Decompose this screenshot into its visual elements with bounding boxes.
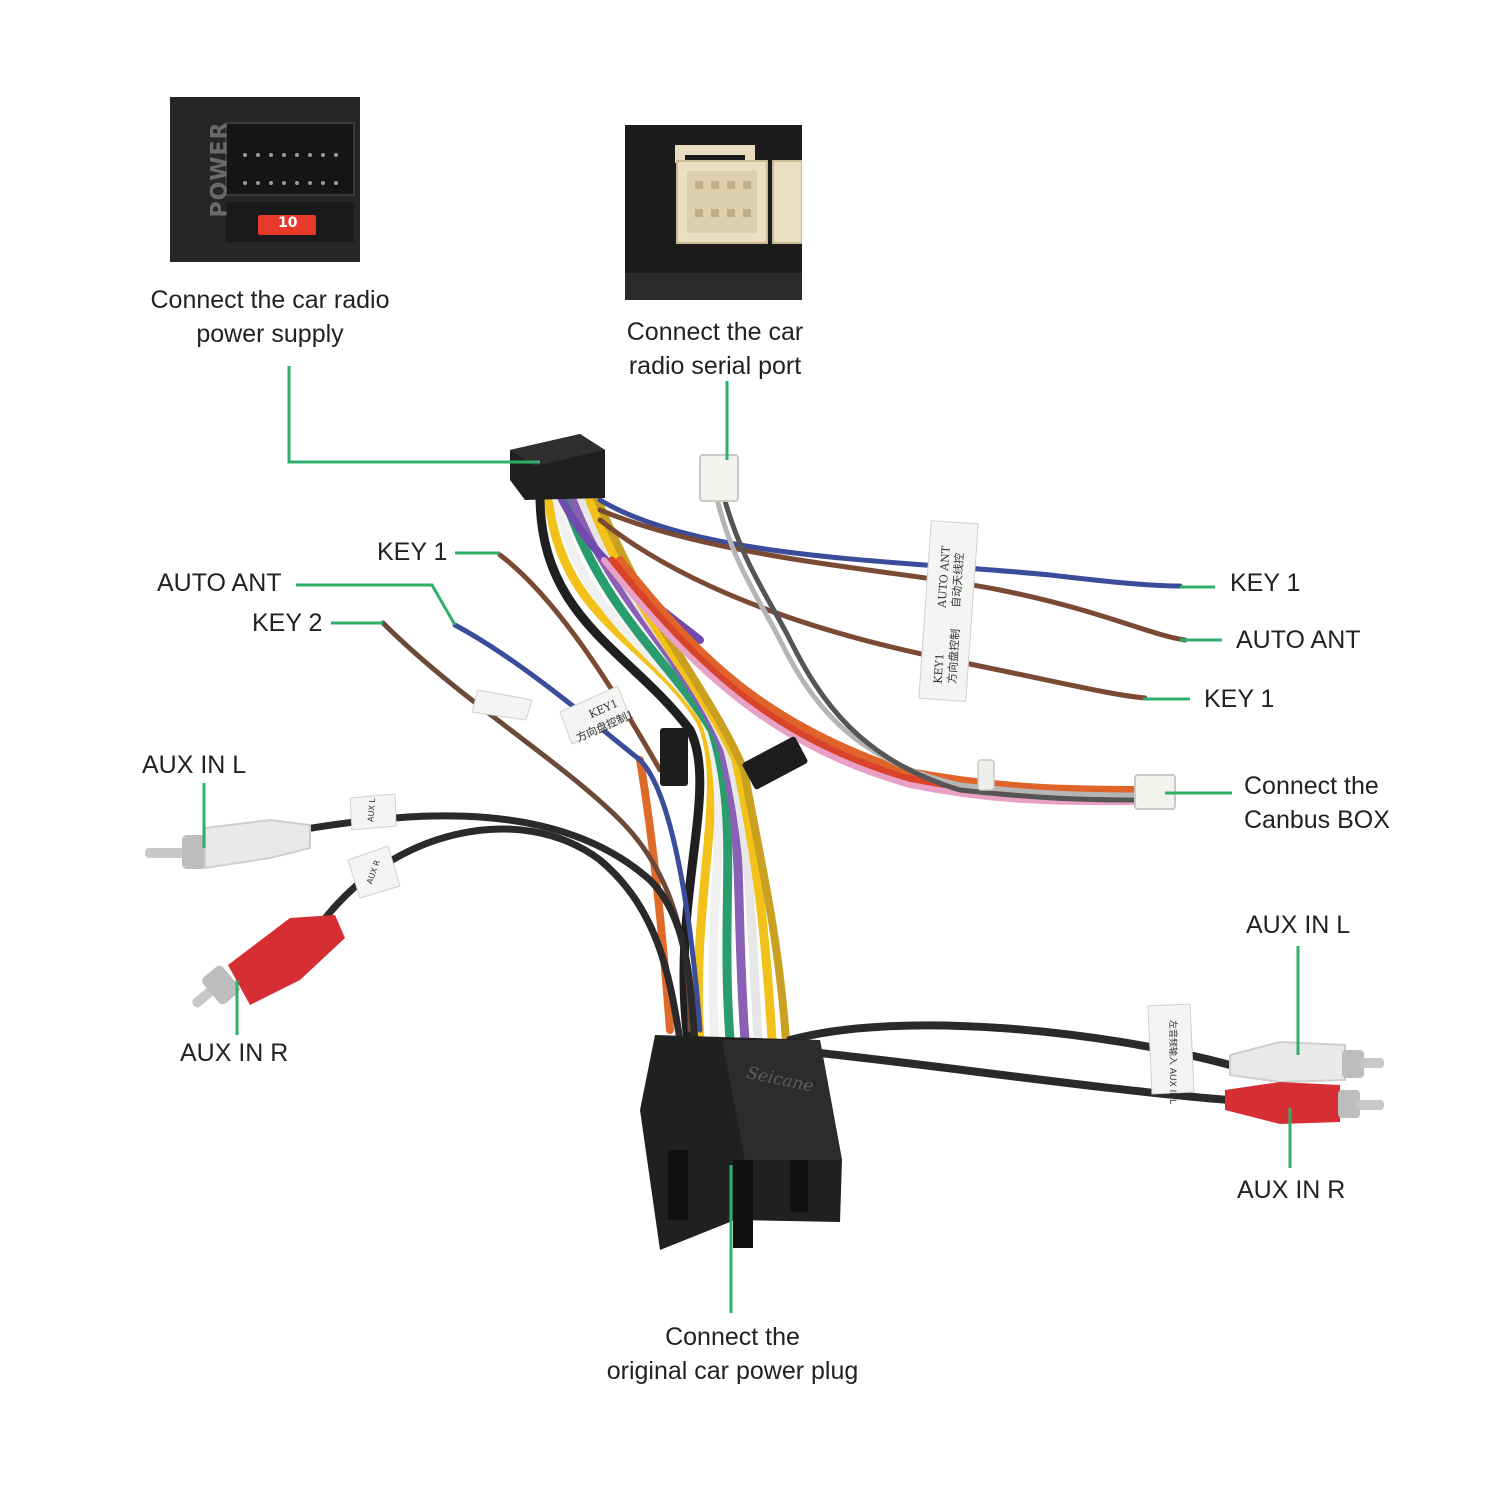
label-serial-port-line2: radio serial port: [628, 352, 802, 380]
original-power-plug-connector: Seicane: [640, 1035, 842, 1250]
power-port-graphic: [170, 97, 360, 262]
rca-plug-red-left: [192, 915, 345, 1008]
label-key1-right-top: KEY 1: [1230, 569, 1301, 597]
power-port-inset: POWER 10: [170, 97, 360, 262]
label-aux-in-l-right: AUX IN L: [1246, 911, 1351, 939]
label-power-supply: Connect the car radio power supply: [120, 283, 420, 351]
label-power-supply-line2: power supply: [196, 320, 344, 348]
tag-auto-ant-cn-text: 自动天线控: [948, 552, 966, 608]
radio-power-connector: [510, 434, 605, 500]
rca-plug-white-right: [1229, 1040, 1384, 1084]
label-canbus-line2: Canbus BOX: [1244, 806, 1390, 834]
label-auto-ant-left: AUTO ANT: [157, 569, 282, 597]
fuse-text: 10: [278, 215, 298, 231]
rca-plug-red-right: [1225, 1082, 1384, 1124]
label-aux-in-l-left: AUX IN L: [142, 751, 247, 779]
tag-aux-right-text: 左音频输入 AUX INL: [1167, 1020, 1179, 1104]
label-key1-right-bottom: KEY 1: [1204, 685, 1275, 713]
label-key1-left: KEY 1: [377, 538, 448, 566]
serial-port-graphic: [625, 125, 802, 300]
rca-plug-white-left: [145, 818, 311, 870]
tag-aux-l-text: AUX L: [366, 797, 377, 822]
callout-lines: [202, 366, 1300, 1313]
inline-connectors: [660, 454, 1176, 810]
serial-port-inset: [625, 125, 802, 300]
label-canbus-line1: Connect the: [1244, 772, 1379, 800]
label-key2-left: KEY 2: [252, 609, 323, 637]
label-original-power-plug: Connect the original car power plug: [580, 1320, 885, 1388]
label-aux-in-r-right: AUX IN R: [1237, 1176, 1346, 1204]
tag-auto-ant-text: AUTO ANT: [935, 545, 952, 609]
label-original-power-plug-line2: original car power plug: [606, 1357, 859, 1385]
label-power-supply-line1: Connect the car radio: [150, 286, 390, 314]
power-silk-text: POWER: [207, 121, 233, 218]
tag-key1-right-cn-text: 方向盘控制: [944, 628, 962, 684]
label-serial-port-line1: Connect the car: [626, 318, 804, 346]
label-canbus-box: Connect the Canbus BOX: [1244, 769, 1390, 837]
label-original-power-plug-line1: Connect the: [665, 1323, 800, 1351]
tag-key1-right-text: KEY1: [931, 653, 946, 684]
wire-bundle: [296, 487, 1234, 1104]
label-aux-in-r-left: AUX IN R: [180, 1039, 289, 1067]
label-serial-port: Connect the car radio serial port: [595, 315, 835, 383]
label-auto-ant-right: AUTO ANT: [1236, 626, 1361, 654]
